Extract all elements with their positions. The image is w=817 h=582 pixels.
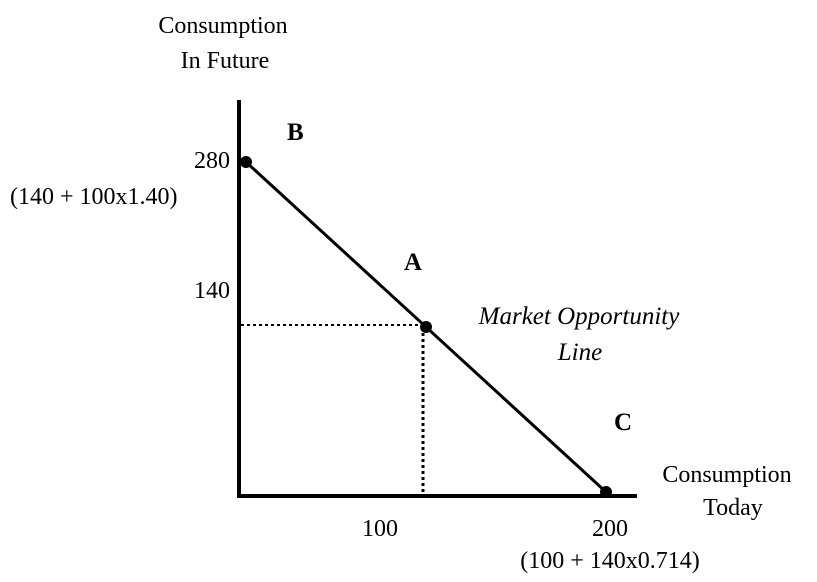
point-c-label: C bbox=[614, 409, 632, 436]
y-axis-label-line2: In Future bbox=[181, 48, 270, 74]
point-a-label: A bbox=[404, 249, 422, 276]
x-tick-100: 100 bbox=[362, 516, 398, 542]
x-tick-200-note: (100 + 140x0.714) bbox=[520, 548, 700, 574]
x-axis-label-line1: Consumption bbox=[662, 462, 791, 488]
point-a-marker bbox=[420, 321, 432, 333]
point-b-marker bbox=[240, 156, 252, 168]
line-label-line1: Market Opportunity bbox=[478, 303, 681, 330]
x-axis-label-line2: Today bbox=[703, 495, 763, 521]
y-tick-280-note: (140 + 100x1.40) bbox=[10, 184, 178, 210]
line-label-line2: Line bbox=[557, 339, 602, 366]
y-tick-140: 140 bbox=[194, 278, 230, 304]
point-b-label: B bbox=[287, 119, 304, 146]
point-c-marker bbox=[600, 486, 612, 498]
y-axis-label-line1: Consumption bbox=[158, 13, 287, 39]
y-tick-280: 280 bbox=[194, 148, 230, 174]
x-tick-200: 200 bbox=[592, 516, 628, 542]
